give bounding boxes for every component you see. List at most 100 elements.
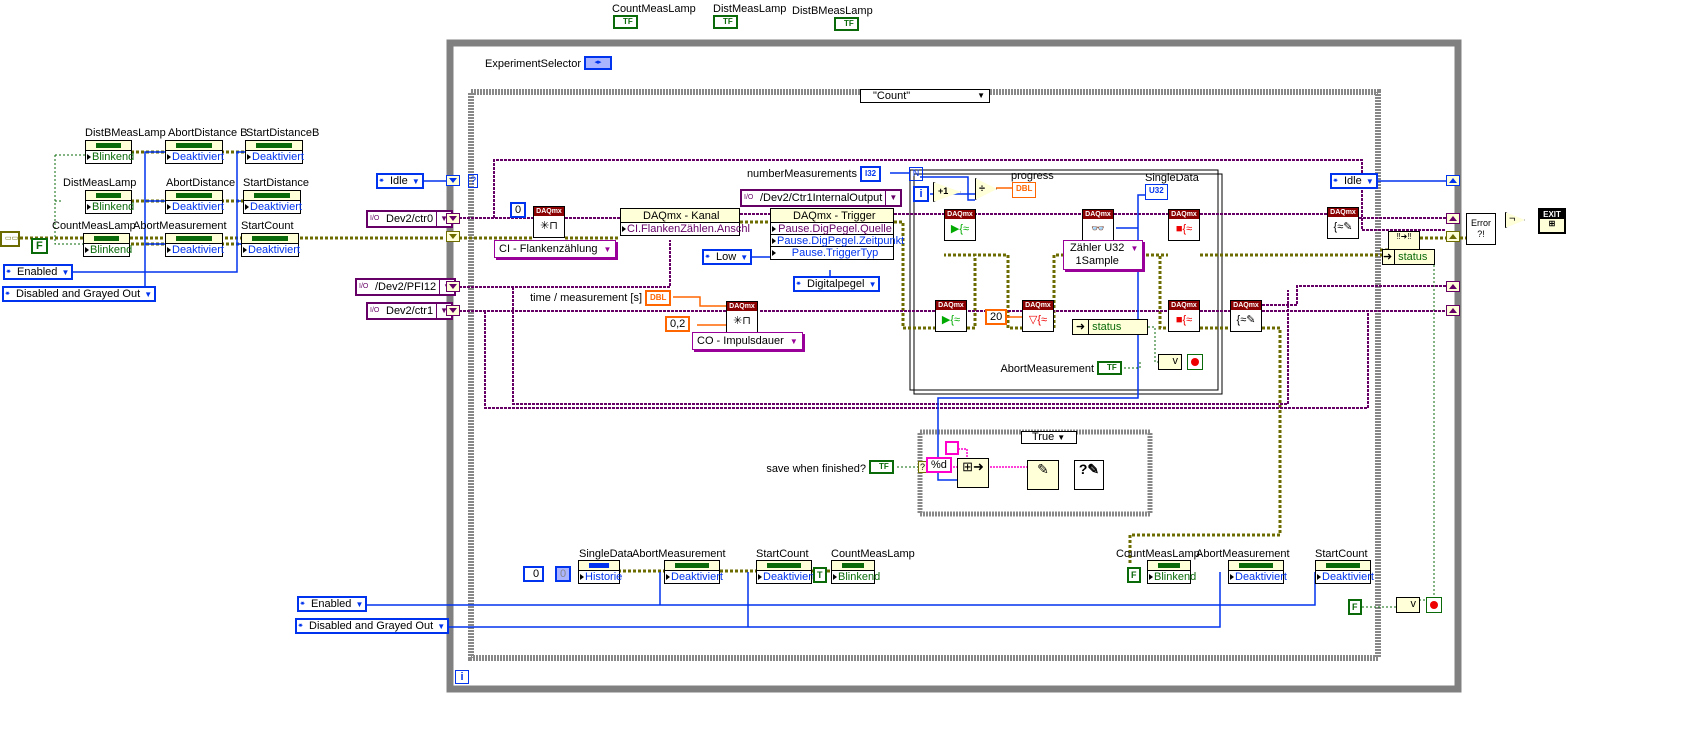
pn-label: CountMeasLamp <box>1116 548 1200 560</box>
distmeaslamp-indicator[interactable]: TF <box>713 15 738 29</box>
true-constant[interactable]: T <box>813 567 827 583</box>
false-constant[interactable]: F <box>31 238 48 254</box>
daqmx-clear-task-vi[interactable]: DAQmx{≈✎ <box>1230 300 1262 332</box>
co-ring[interactable]: CO - Impulsdauer <box>692 332 803 350</box>
or-function[interactable]: v <box>1396 597 1420 613</box>
progress-indicator[interactable]: DBL <box>1012 182 1037 198</box>
distbmeaslamp-indicator[interactable]: TF <box>834 17 859 31</box>
property-node-abortmeasurement[interactable]: Deaktiviert <box>1228 560 1287 584</box>
chevron-down-icon: ▼ <box>1057 433 1066 442</box>
property-node-singledata[interactable]: Historie <box>578 560 622 584</box>
digitalpegel-enum[interactable]: Digitalpegel <box>793 276 881 292</box>
read-ring-line: 1Sample <box>1075 255 1119 267</box>
wait-constant[interactable]: 20 <box>985 309 1008 325</box>
daqmx-wait-vi[interactable]: DAQmx▽{≈ <box>1022 300 1054 332</box>
shift-register-left[interactable] <box>446 305 460 316</box>
array-to-spreadsheet-string-function[interactable]: ⊞➜ <box>957 458 989 488</box>
shift-register-left[interactable] <box>446 175 460 186</box>
disabled-enum[interactable]: Disabled and Grayed Out <box>2 286 157 302</box>
property-name: Blinkend <box>84 244 132 256</box>
case-selector-value: "Count" <box>873 90 911 102</box>
abort-measurement-terminal[interactable]: TF <box>1097 361 1122 375</box>
enabled-enum-bottom[interactable]: Enabled <box>297 596 368 612</box>
singledata-indicator[interactable]: U32 <box>1145 184 1168 200</box>
daqmx-stop-task-vi[interactable]: DAQmx■{≈ <box>1168 300 1200 332</box>
numeric-control[interactable]: 0 <box>523 566 545 582</box>
daqmx-kanal-property-node[interactable]: DAQmx - Kanal CI.FlankenZählen.Anschl <box>620 208 750 236</box>
property-node-countmeaslamp[interactable]: Blinkend <box>83 233 132 257</box>
internal-output-io[interactable]: /Dev2/Ctr1InternalOutput <box>740 189 903 207</box>
property-node-distbmeaslamp[interactable]: Blinkend <box>85 140 134 164</box>
daqmx-create-channel-vi[interactable]: DAQmx✳⊓ <box>533 206 565 238</box>
shift-register-left[interactable] <box>446 231 460 242</box>
idle-enum-right[interactable]: Idle <box>1330 173 1378 189</box>
countmeaslamp-indicator[interactable]: TF <box>613 15 638 29</box>
low-enum[interactable]: Low <box>702 249 753 265</box>
property-node-startdistanceb[interactable]: Deaktiviert <box>245 140 304 164</box>
daqmx-start-task-vi[interactable]: DAQmx▶{≈ <box>944 209 976 241</box>
property-node-startcount[interactable]: Deaktiviert <box>241 233 300 257</box>
or-function[interactable]: v <box>1158 354 1182 370</box>
case-selector[interactable]: "Count"▼ <box>860 89 990 103</box>
shift-register-left[interactable] <box>446 281 460 292</box>
daqmx-stop-task-vi[interactable]: DAQmx■{≈ <box>1168 209 1200 241</box>
pn-label: DistMeasLamp <box>63 177 137 189</box>
property-node-distmeaslamp[interactable]: Blinkend <box>85 190 134 214</box>
merge-errors-function[interactable]: ‼➜‼ <box>1388 231 1420 251</box>
property-name: Deaktiviert <box>242 244 300 256</box>
format-string-constant[interactable]: %d <box>926 457 952 473</box>
property-node-countmeaslamp[interactable]: Blinkend <box>1147 560 1196 584</box>
property-node-abortdistance[interactable]: Deaktiviert <box>165 190 224 214</box>
property-node-startcount[interactable]: Deaktiviert <box>1315 560 1374 584</box>
disabled-enum-bottom[interactable]: Disabled and Grayed Out <box>295 618 450 634</box>
stop-condition-icon[interactable] <box>1187 354 1203 370</box>
unbundle-status[interactable]: ➜ status <box>1072 319 1148 335</box>
daqmx-clear-task-vi[interactable]: DAQmx{≈✎ <box>1327 207 1359 239</box>
property-node-startcount[interactable]: Deaktiviert <box>756 560 815 584</box>
time-measurement-control[interactable]: DBL <box>645 290 672 306</box>
false-constant-loop[interactable]: F <box>1348 599 1362 615</box>
daqmx-start-task-vi[interactable]: DAQmx▶{≈ <box>935 300 967 332</box>
shift-register-right[interactable] <box>1446 305 1460 316</box>
unbundle-status-right[interactable]: ➜ status <box>1382 249 1435 265</box>
write-file-icon[interactable]: ✎ <box>1027 460 1059 490</box>
property-node-abortmeasurement[interactable]: Deaktiviert <box>165 233 224 257</box>
false-constant[interactable]: F <box>1127 567 1141 583</box>
property-node-abortdistanceb[interactable]: Deaktiviert <box>165 140 224 164</box>
pfi12-io[interactable]: /Dev2/PFI12 <box>355 278 457 296</box>
ctr0-io[interactable]: Dev2/ctr0 <box>366 210 454 228</box>
path-constant[interactable] <box>945 441 959 455</box>
loop-stop-condition-icon[interactable] <box>1426 597 1442 613</box>
property-node-startdistance[interactable]: Deaktiviert <box>243 190 302 214</box>
exit-function[interactable]: EXIT⊞ <box>1538 208 1566 234</box>
daqmx-create-co-channel-vi[interactable]: DAQmx✳⊓ <box>726 301 758 333</box>
error-cluster-constant[interactable]: ▭▭ <box>0 231 20 247</box>
progress-label: progress <box>1011 170 1054 182</box>
save-when-finished-terminal[interactable]: TF <box>869 460 894 474</box>
shift-register-right[interactable] <box>1446 213 1460 224</box>
daqmx-read-vi[interactable]: DAQmx👓 <box>1082 209 1114 241</box>
shift-register-right[interactable] <box>1446 281 1460 292</box>
enabled-enum[interactable]: Enabled <box>3 264 74 280</box>
simple-error-handler-vi[interactable]: Error ?! <box>1466 213 1496 245</box>
pn-label: AbortDistance <box>166 177 236 189</box>
time-constant[interactable]: 0,2 <box>665 316 691 332</box>
save-case-selector[interactable]: True ▼ <box>1021 431 1077 444</box>
kanal-title: DAQmx - Kanal <box>621 209 739 223</box>
shift-register-left[interactable] <box>446 213 460 224</box>
shift-register-right[interactable] <box>1446 175 1460 186</box>
ci-ring[interactable]: CI - Flankenzählung <box>494 240 617 258</box>
idle-enum[interactable]: Idle <box>376 173 424 189</box>
property-node-abortmeasurement[interactable]: Deaktiviert <box>664 560 723 584</box>
error-handler-icon[interactable]: ?✎ <box>1074 460 1104 490</box>
property-node-countmeaslamp[interactable]: Blinkend <box>831 560 880 584</box>
ctr1-io[interactable]: Dev2/ctr1 <box>366 302 454 320</box>
experiment-selector-terminal[interactable]: ◂▸ <box>584 56 612 70</box>
daqmx-trigger-property-node[interactable]: DAQmx - Trigger Pause.DigPegel.Quelle Pa… <box>770 208 904 260</box>
numeric-indicator[interactable]: 0 <box>555 566 572 582</box>
number-measurements-control[interactable]: I32 <box>860 166 882 182</box>
daqmx-header: DAQmx <box>936 301 966 310</box>
zero-constant[interactable]: 0 <box>510 202 527 218</box>
shift-register-right[interactable] <box>1446 231 1460 242</box>
